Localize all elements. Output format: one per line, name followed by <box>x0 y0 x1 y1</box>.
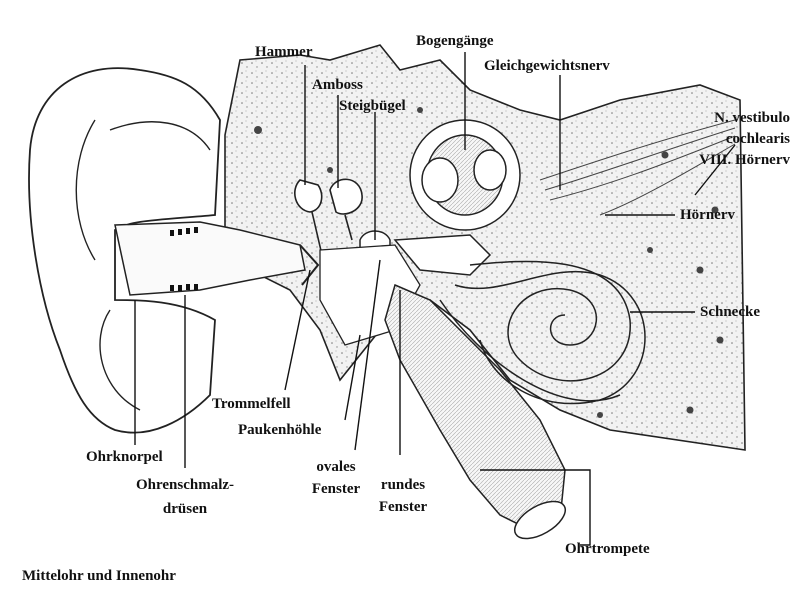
label-n-vestibulo-line3: VIII. Hörnerv <box>640 150 790 171</box>
label-hoernerv: Hörnerv <box>680 207 735 224</box>
label-ohrknorpel: Ohrknorpel <box>86 449 163 466</box>
label-rundes-line1: rundes <box>372 474 434 496</box>
label-rundes-line2: Fenster <box>372 496 434 518</box>
label-steigbuegel: Steigbügel <box>339 98 406 115</box>
label-ovales-line1: ovales <box>306 456 366 478</box>
label-ohrenschmalzdruesen: Ohrenschmalz- drüsen <box>130 473 240 521</box>
label-schnecke: Schnecke <box>700 304 760 321</box>
label-ovales-fenster: ovales Fenster <box>306 456 366 500</box>
label-n-vestibulo-line1: N. vestibulo <box>640 108 790 129</box>
label-ovales-line2: Fenster <box>306 478 366 500</box>
label-amboss: Amboss <box>312 77 363 94</box>
label-trommelfell: Trommelfell <box>212 396 291 413</box>
label-paukenhoehle: Paukenhöhle <box>238 422 321 439</box>
diagram-caption: Mittelohr und Innenohr <box>22 568 176 585</box>
label-ohrtrompete: Ohrtrompete <box>565 541 650 558</box>
label-n-vestibulo: N. vestibulo cochlearis VIII. Hörnerv <box>640 108 790 171</box>
label-gleichgewichtsnerv: Gleichgewichtsnerv <box>484 58 610 75</box>
label-ohrenschmalz-line2: drüsen <box>130 497 240 521</box>
label-n-vestibulo-line2: cochlearis <box>640 129 790 150</box>
label-ohrenschmalz-line1: Ohrenschmalz- <box>130 473 240 497</box>
label-hammer: Hammer <box>255 44 312 61</box>
label-rundes-fenster: rundes Fenster <box>372 474 434 518</box>
label-bogengaenge: Bogengänge <box>416 33 494 50</box>
